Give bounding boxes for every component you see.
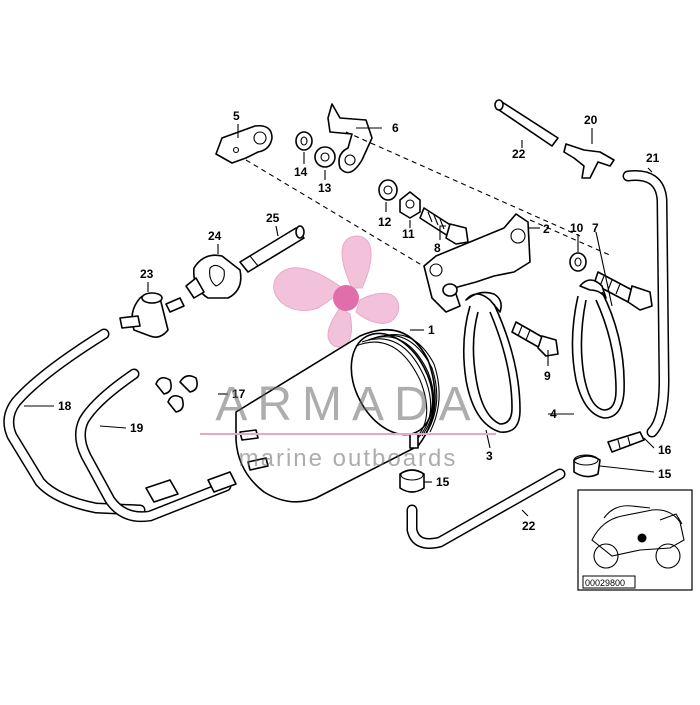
align-line-c [529, 219, 613, 257]
washer-14 [295, 131, 313, 151]
bushing-11 [399, 191, 421, 219]
washer-10 [569, 252, 587, 272]
bracket-6 [327, 103, 373, 174]
watermark-tagline: marine outboards [239, 445, 458, 472]
tube-22-top [494, 99, 559, 147]
callout-2: 2 [543, 222, 550, 236]
callout-25: 25 [266, 211, 280, 225]
callout-22b: 22 [522, 519, 536, 533]
watermark: ARMADA marine outboards [200, 378, 496, 472]
callout-13: 13 [318, 181, 332, 195]
callout-16: 16 [658, 443, 672, 457]
align-line-b [345, 131, 581, 237]
callout-15a: 15 [436, 475, 450, 489]
callout-3: 3 [486, 449, 493, 463]
callout-11: 11 [402, 227, 415, 241]
inset-motorcycle: 00029800 [577, 489, 693, 591]
watermark-logo [273, 235, 399, 348]
callout-19: 19 [130, 421, 144, 435]
callout-22a: 22 [512, 147, 526, 161]
hose-19 [75, 368, 237, 523]
clip-15-right [573, 454, 601, 478]
callout-7: 7 [592, 221, 599, 235]
mount-bracket-2 [423, 213, 531, 313]
callout-12: 12 [378, 215, 392, 229]
hose-22-lower [406, 468, 566, 549]
tee-fitting-20 [563, 143, 615, 179]
callout-4: 4 [550, 407, 557, 421]
callout-20: 20 [584, 113, 598, 127]
callout-9: 9 [544, 369, 551, 383]
bracket-5 [215, 124, 273, 164]
grommet-13 [314, 146, 336, 168]
canister-1 [235, 328, 440, 503]
bolt-7 [593, 271, 653, 311]
leader-lines [24, 124, 655, 517]
tube-25 [239, 225, 305, 273]
callout-5: 5 [233, 109, 240, 123]
callout-18: 18 [58, 399, 72, 413]
callout-21: 21 [646, 151, 660, 165]
inset-label: 00029800 [585, 578, 625, 588]
callout-labels: 1 2 3 4 5 6 7 8 9 10 11 12 13 14 15 15 1… [58, 109, 672, 533]
bolt-8 [419, 207, 469, 245]
valve-23 [119, 292, 185, 338]
watermark-brand: ARMADA [215, 378, 480, 431]
hose-21 [622, 170, 670, 438]
washer-12 [378, 179, 398, 201]
callout-17: 17 [232, 387, 246, 401]
connector-16 [607, 431, 645, 453]
strap-3 [462, 291, 521, 433]
clip-15-lower [399, 469, 425, 493]
hose-18 [3, 328, 146, 516]
clips-17 [155, 374, 198, 413]
callout-1: 1 [428, 323, 435, 337]
holder-24 [185, 254, 242, 299]
callout-15b: 15 [658, 467, 672, 481]
callout-24: 24 [208, 229, 222, 243]
callout-10: 10 [570, 221, 584, 235]
strap-4 [571, 279, 625, 419]
align-line-a [245, 159, 441, 277]
callout-14: 14 [294, 165, 308, 179]
callout-6: 6 [392, 121, 399, 135]
callout-8: 8 [434, 241, 441, 255]
callout-23: 23 [140, 267, 154, 281]
location-marker [637, 533, 647, 543]
bolt-9 [511, 321, 559, 357]
